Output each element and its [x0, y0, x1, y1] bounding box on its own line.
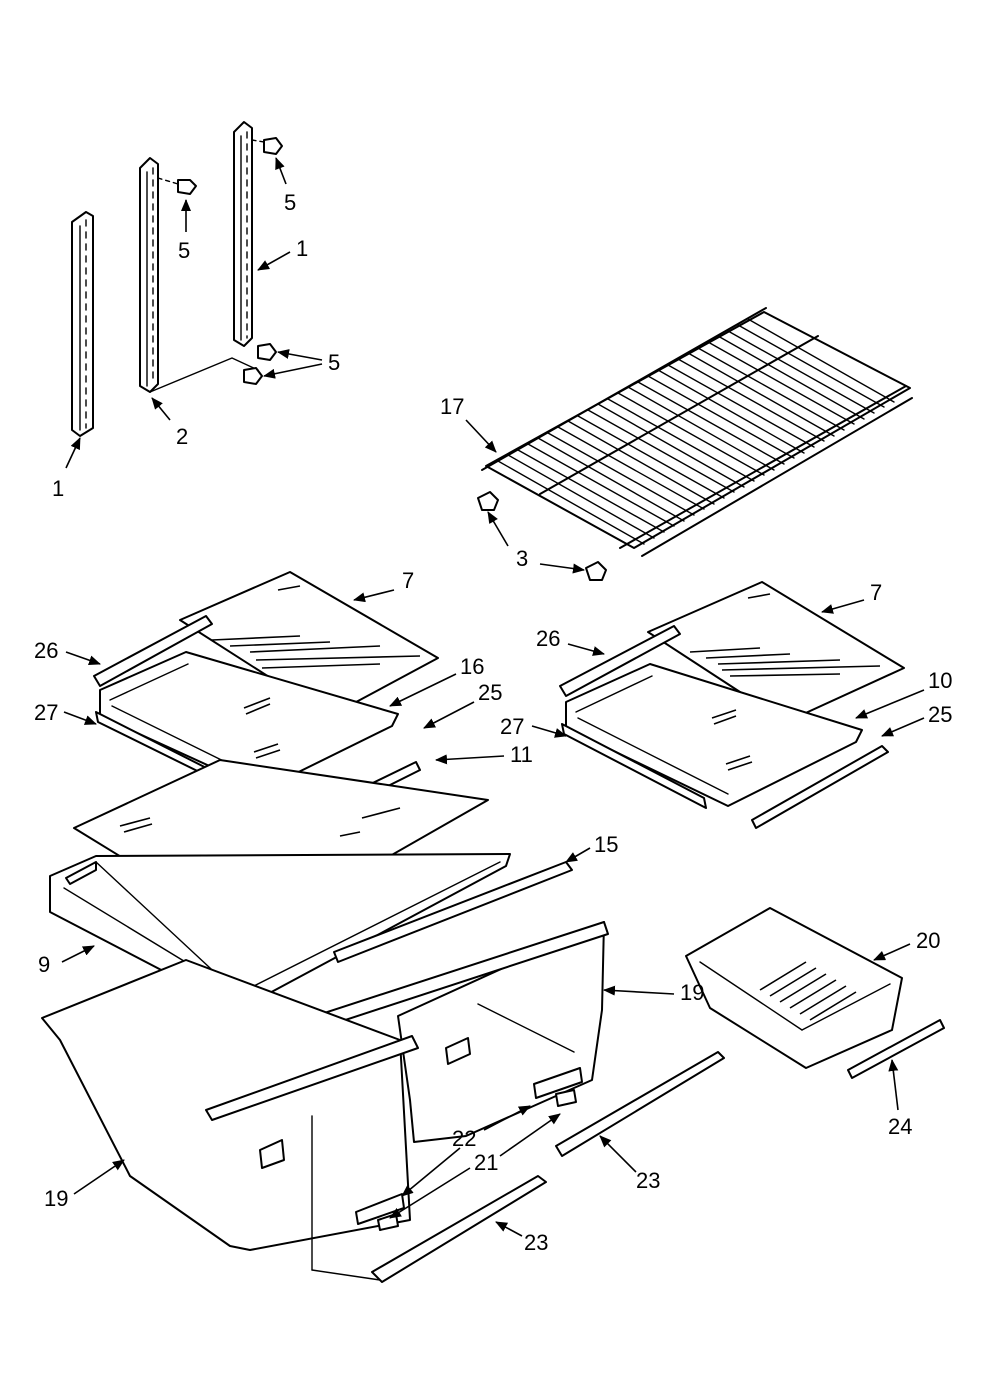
- callout-23: 23: [524, 1230, 548, 1255]
- screw-icon: [251, 137, 283, 155]
- callout-5: 5: [328, 350, 340, 375]
- callout-22: 22: [452, 1126, 476, 1151]
- shelf-rail-right: [233, 121, 253, 347]
- callout-5: 5: [284, 190, 296, 215]
- leader-lines: [61, 157, 925, 1237]
- callout-3: 3: [516, 546, 528, 571]
- callout-20: 20: [916, 928, 940, 953]
- meat-drawer: [685, 907, 903, 1069]
- callout-19: 19: [680, 980, 704, 1005]
- callout-25: 25: [928, 702, 952, 727]
- slide-bar-right: [555, 1051, 725, 1157]
- callout-7: 7: [402, 568, 414, 593]
- callout-23: 23: [636, 1168, 660, 1193]
- crisper-drawer-left: [41, 959, 419, 1281]
- shelf-trim-front-right: [559, 625, 681, 697]
- shelf-rail-center: [139, 157, 259, 393]
- slide-bar-left: [371, 1175, 547, 1283]
- callout-11: 11: [510, 742, 533, 767]
- callout-9: 9: [38, 952, 50, 977]
- screw-icon: [257, 343, 277, 361]
- callout-labels: 1 1 2 5 5 5 17 3 7 7 26 26 16 25 25 27 2…: [34, 190, 952, 1255]
- callout-17: 17: [440, 394, 464, 419]
- callout-26: 26: [34, 638, 58, 663]
- callout-27: 27: [500, 714, 524, 739]
- screw-icon: [157, 177, 197, 195]
- screw-icon: [243, 367, 263, 385]
- callout-7: 7: [870, 580, 882, 605]
- bumper-icon: [585, 561, 607, 581]
- callout-25: 25: [478, 680, 502, 705]
- bumper-icon: [477, 491, 499, 511]
- drawer-clip-icon: [533, 1067, 583, 1107]
- callout-2: 2: [176, 424, 188, 449]
- shelf-end-cap-right: [751, 745, 889, 829]
- callout-19: 19: [44, 1186, 68, 1211]
- shelf-trim-front-left: [93, 615, 213, 687]
- shelf-rail-left: [71, 211, 94, 437]
- callout-10: 10: [928, 668, 952, 693]
- callout-21: 21: [474, 1150, 498, 1175]
- callout-27: 27: [34, 700, 58, 725]
- crisper-rail: [333, 861, 573, 963]
- wire-shelf: [481, 307, 913, 557]
- callout-16: 16: [460, 654, 484, 679]
- callout-5: 5: [178, 238, 190, 263]
- callout-24: 24: [888, 1114, 912, 1139]
- callout-26: 26: [536, 626, 560, 651]
- callout-1: 1: [52, 476, 64, 501]
- drawer-slide-bar: [847, 1019, 945, 1079]
- callout-15: 15: [594, 832, 618, 857]
- callout-1: 1: [296, 236, 308, 261]
